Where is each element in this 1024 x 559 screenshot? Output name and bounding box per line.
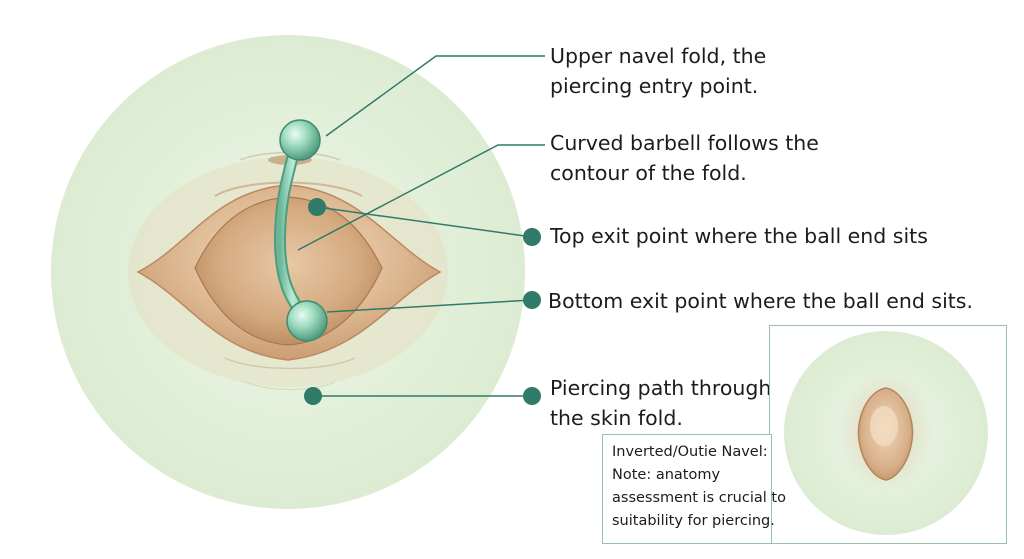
label-piercing-path: Piercing path through the skin fold.	[550, 373, 771, 433]
barbell-bar-highlight	[275, 148, 310, 322]
lower-fold-crease	[224, 357, 356, 370]
label-upper-navel-fold: Upper navel fold, the piercing entry poi…	[550, 41, 766, 101]
marker-dot-top-exit-origin	[308, 198, 326, 216]
lower-fold-crease-2	[244, 381, 336, 391]
label-curved-barbell-line-1: Curved barbell follows the	[550, 131, 819, 155]
label-curved-barbell: Curved barbell follows the contour of th…	[550, 128, 819, 188]
barbell-top-ball	[279, 119, 321, 161]
label-top-exit-point-line-1: Top exit point where the ball end sits	[550, 224, 928, 248]
barbell-bottom-ball	[286, 300, 328, 342]
label-curved-barbell-line-2: contour of the fold.	[550, 161, 747, 185]
inset-note-line-1: Inverted/Outie Navel:	[612, 444, 768, 460]
label-piercing-path-line-1: Piercing path through	[550, 376, 772, 400]
marker-dot-piercing-path	[523, 387, 541, 405]
inset-note-line-4: suitability for piercing.	[612, 513, 775, 529]
inset-navel-highlight	[870, 406, 898, 446]
inset-note-line-2: Note: anatomy	[612, 467, 721, 483]
label-upper-navel-fold-line-1: Upper navel fold, the	[550, 44, 767, 68]
inset-note-line-3: assessment is crucial to	[612, 490, 786, 506]
label-bottom-exit-point: Bottom exit point where the ball end sit…	[548, 286, 973, 316]
leader-curved-barbell	[297, 144, 545, 251]
marker-dot-bottom-exit	[523, 291, 541, 309]
marker-dot-path-origin	[304, 387, 322, 405]
leader-upper-fold	[325, 55, 545, 137]
leader-top-exit	[316, 206, 533, 238]
marker-dot-top-exit	[523, 228, 541, 246]
label-bottom-exit-point-line-1: Bottom exit point where the ball end sit…	[548, 289, 974, 313]
label-piercing-path-line-2: the skin fold.	[550, 406, 683, 430]
label-upper-navel-fold-line-2: piercing entry point.	[550, 74, 759, 98]
leader-bottom-exit	[326, 299, 533, 313]
label-top-exit-point: Top exit point where the ball end sits	[550, 221, 928, 251]
inset-note-box: Inverted/Outie Navel: Note: anatomy asse…	[602, 434, 786, 544]
inset-frame	[769, 325, 1007, 544]
